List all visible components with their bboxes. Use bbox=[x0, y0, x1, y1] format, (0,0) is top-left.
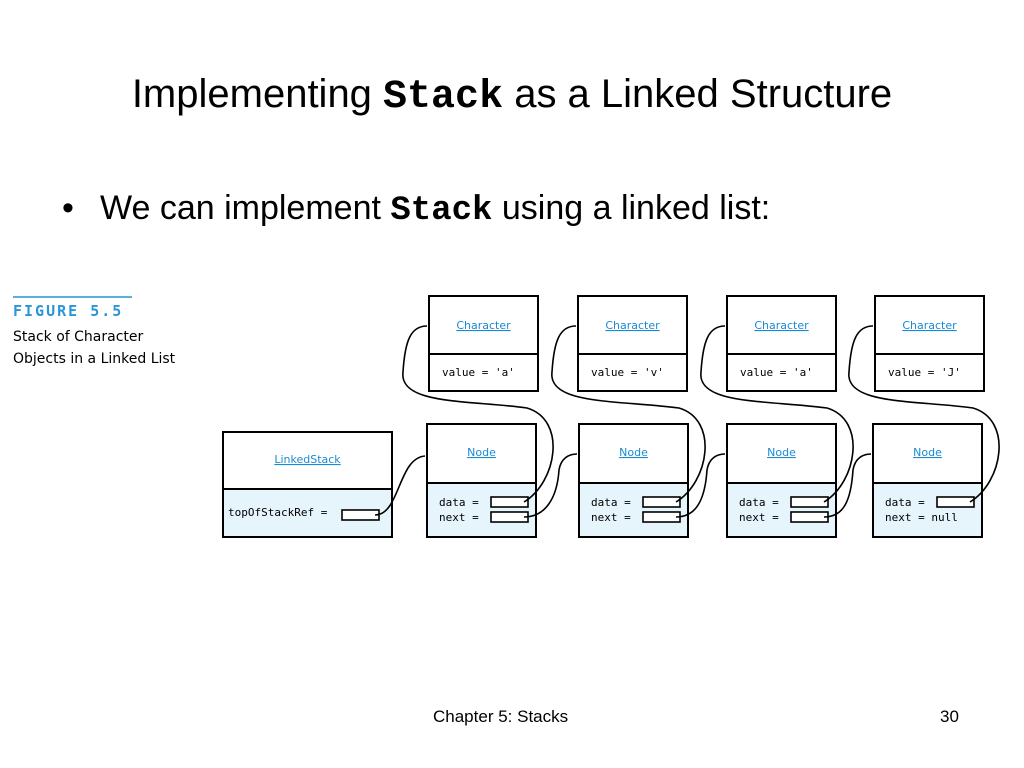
character-value-field: value = 'a' bbox=[740, 366, 813, 379]
linked-stack-top-ref bbox=[341, 509, 380, 521]
node-data-field: data = bbox=[439, 496, 479, 509]
figure-caption-line1: Stack of Character bbox=[13, 329, 144, 345]
node-next-field: next = bbox=[739, 511, 779, 524]
node-next-field: next = bbox=[439, 511, 479, 524]
node-next-ref bbox=[642, 511, 681, 523]
node-data-field: data = bbox=[591, 496, 631, 509]
slide-title: Implementing Stack as a Linked Structure bbox=[0, 68, 1024, 124]
character-class-name: Character bbox=[754, 319, 809, 332]
character-class-name: Character bbox=[902, 319, 957, 332]
diagram-arrows bbox=[374, 325, 1000, 518]
node-next-field: next = null bbox=[885, 511, 958, 524]
title-code: Stack bbox=[383, 75, 504, 120]
node-data-arrow bbox=[551, 325, 706, 503]
node-data-ref bbox=[642, 496, 681, 508]
node-data-arrow bbox=[848, 325, 1000, 503]
node-class-name: Node bbox=[467, 446, 496, 459]
top-ref-arrow bbox=[374, 455, 426, 516]
bullet-code: Stack bbox=[390, 192, 493, 230]
diagram-boxes: Character value = 'a' Character value = 'v'… bbox=[222, 295, 985, 538]
node-box-body bbox=[578, 482, 689, 538]
character-box-body bbox=[577, 353, 688, 392]
figure-caption-line2: Objects in a Linked List bbox=[13, 351, 176, 367]
node-data-field: data = bbox=[739, 496, 779, 509]
character-value-field: value = 'v' bbox=[591, 366, 664, 379]
linked-stack-header bbox=[222, 431, 393, 490]
figure-caption: Stack of Character Objects in a Linked L… bbox=[13, 326, 213, 370]
node-next-arrow bbox=[523, 453, 578, 518]
character-box-body bbox=[874, 353, 985, 392]
page-number: 30 bbox=[940, 707, 959, 726]
linked-stack-class-name: LinkedStack bbox=[274, 453, 341, 466]
bullet-prefix: We can implement bbox=[100, 189, 391, 227]
node-data-field: data = bbox=[885, 496, 925, 509]
node-box-body bbox=[426, 482, 537, 538]
node-data-arrow bbox=[700, 325, 854, 503]
node-box-body bbox=[872, 482, 983, 538]
bullet-item: • We can implement Stack using a linked l… bbox=[62, 185, 770, 234]
node-box-header bbox=[426, 423, 537, 484]
node-data-ref bbox=[936, 496, 975, 508]
character-class-name: Character bbox=[456, 319, 511, 332]
node-class-name: Node bbox=[767, 446, 796, 459]
footer-text: Chapter 5: Stacks bbox=[433, 707, 569, 726]
node-box-header bbox=[872, 423, 983, 484]
character-value-field: value = 'a' bbox=[442, 366, 515, 379]
bullet-suffix: using a linked list: bbox=[492, 189, 771, 227]
figure-label: FIGURE 5.5 bbox=[13, 302, 124, 320]
node-class-name: Node bbox=[913, 446, 942, 459]
node-next-arrow bbox=[675, 453, 726, 518]
node-data-arrow bbox=[402, 325, 554, 503]
character-box-header bbox=[428, 295, 539, 355]
node-box-header bbox=[578, 423, 689, 484]
title-suffix: as a Linked Structure bbox=[503, 72, 893, 116]
character-value-field: value = 'J' bbox=[888, 366, 961, 379]
figure-rule bbox=[13, 296, 132, 298]
bullet-glyph: • bbox=[62, 189, 74, 227]
linked-stack-field: topOfStackRef = bbox=[228, 506, 328, 519]
character-box-body bbox=[726, 353, 837, 392]
character-box-header bbox=[874, 295, 985, 355]
node-next-ref bbox=[790, 511, 829, 523]
node-box-body bbox=[726, 482, 837, 538]
character-class-name: Character bbox=[605, 319, 660, 332]
node-next-field: next = bbox=[591, 511, 631, 524]
character-box-body bbox=[428, 353, 539, 392]
node-data-ref bbox=[490, 496, 529, 508]
node-next-arrow bbox=[823, 453, 872, 518]
title-prefix: Implementing bbox=[131, 72, 384, 116]
node-next-ref bbox=[490, 511, 529, 523]
node-data-ref bbox=[790, 496, 829, 508]
node-class-name: Node bbox=[619, 446, 648, 459]
